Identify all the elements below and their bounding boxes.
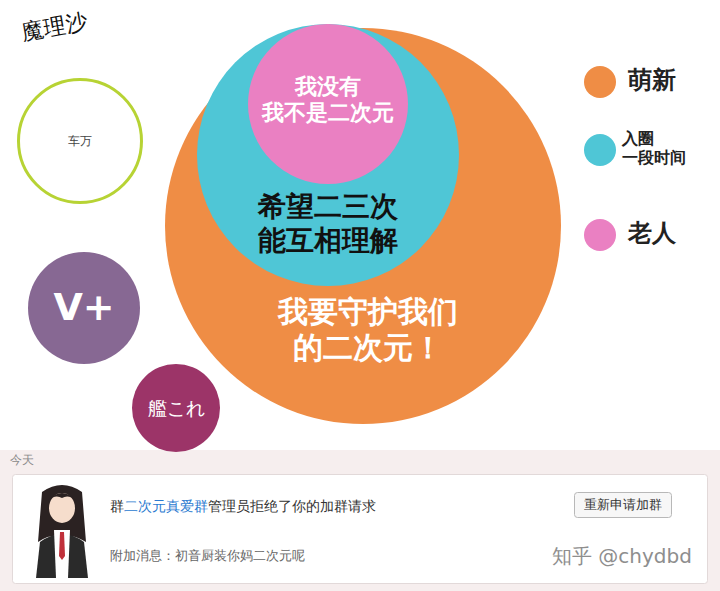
circle-label: 希望二三次能互相理解 <box>253 190 403 257</box>
circle-label: 艦これ <box>134 397 218 420</box>
message-text: 二次元真爱群 <box>124 498 208 514</box>
outline-circle: 魔理沙车万 <box>17 78 143 204</box>
date-label: 今天 <box>10 453 34 467</box>
circle-label: 我没有 我不是二次元 <box>253 74 403 127</box>
notice-panel <box>13 475 708 584</box>
legend-label: 老人 <box>628 219 676 248</box>
circle-heading: 魔理沙 <box>20 1 133 46</box>
message-text: 管理员拒绝了你的加群请求 <box>208 498 376 514</box>
legend-swatch <box>584 134 616 166</box>
legend-swatch <box>584 219 616 251</box>
outer-circle: 我要守护我们的二次元！ 希望二三次能互相理解 我没有 我不是二次元 <box>165 28 561 424</box>
notice-band <box>0 450 720 591</box>
circle-label: V+ <box>34 285 134 331</box>
legend-swatch <box>584 66 616 98</box>
filled-circle: 艦これ <box>132 364 220 452</box>
middle-circle: 希望二三次能互相理解 我没有 我不是二次元 <box>197 24 459 286</box>
attached-message: 附加消息：初音厨装你妈二次元呢 <box>110 548 305 564</box>
message-line: 群二次元真爱群管理员拒绝了你的加群请求 <box>110 496 376 515</box>
filled-circle: V+ <box>28 252 140 364</box>
avatar <box>36 485 88 578</box>
inner-circle: 我没有 我不是二次元 <box>248 24 408 184</box>
legend-label: 萌新 <box>628 66 676 95</box>
circle-label: 我要守护我们的二次元！ <box>273 294 463 366</box>
button-label: 重新申请加群 <box>584 497 662 513</box>
watermark: 知乎 @chydbd <box>552 544 692 568</box>
message-text: 群 <box>110 498 124 514</box>
reapply-button: 重新申请加群 <box>574 492 672 518</box>
legend-label: 入圈 一段时间 <box>622 129 702 167</box>
circle-label: 车万 <box>35 134 125 148</box>
